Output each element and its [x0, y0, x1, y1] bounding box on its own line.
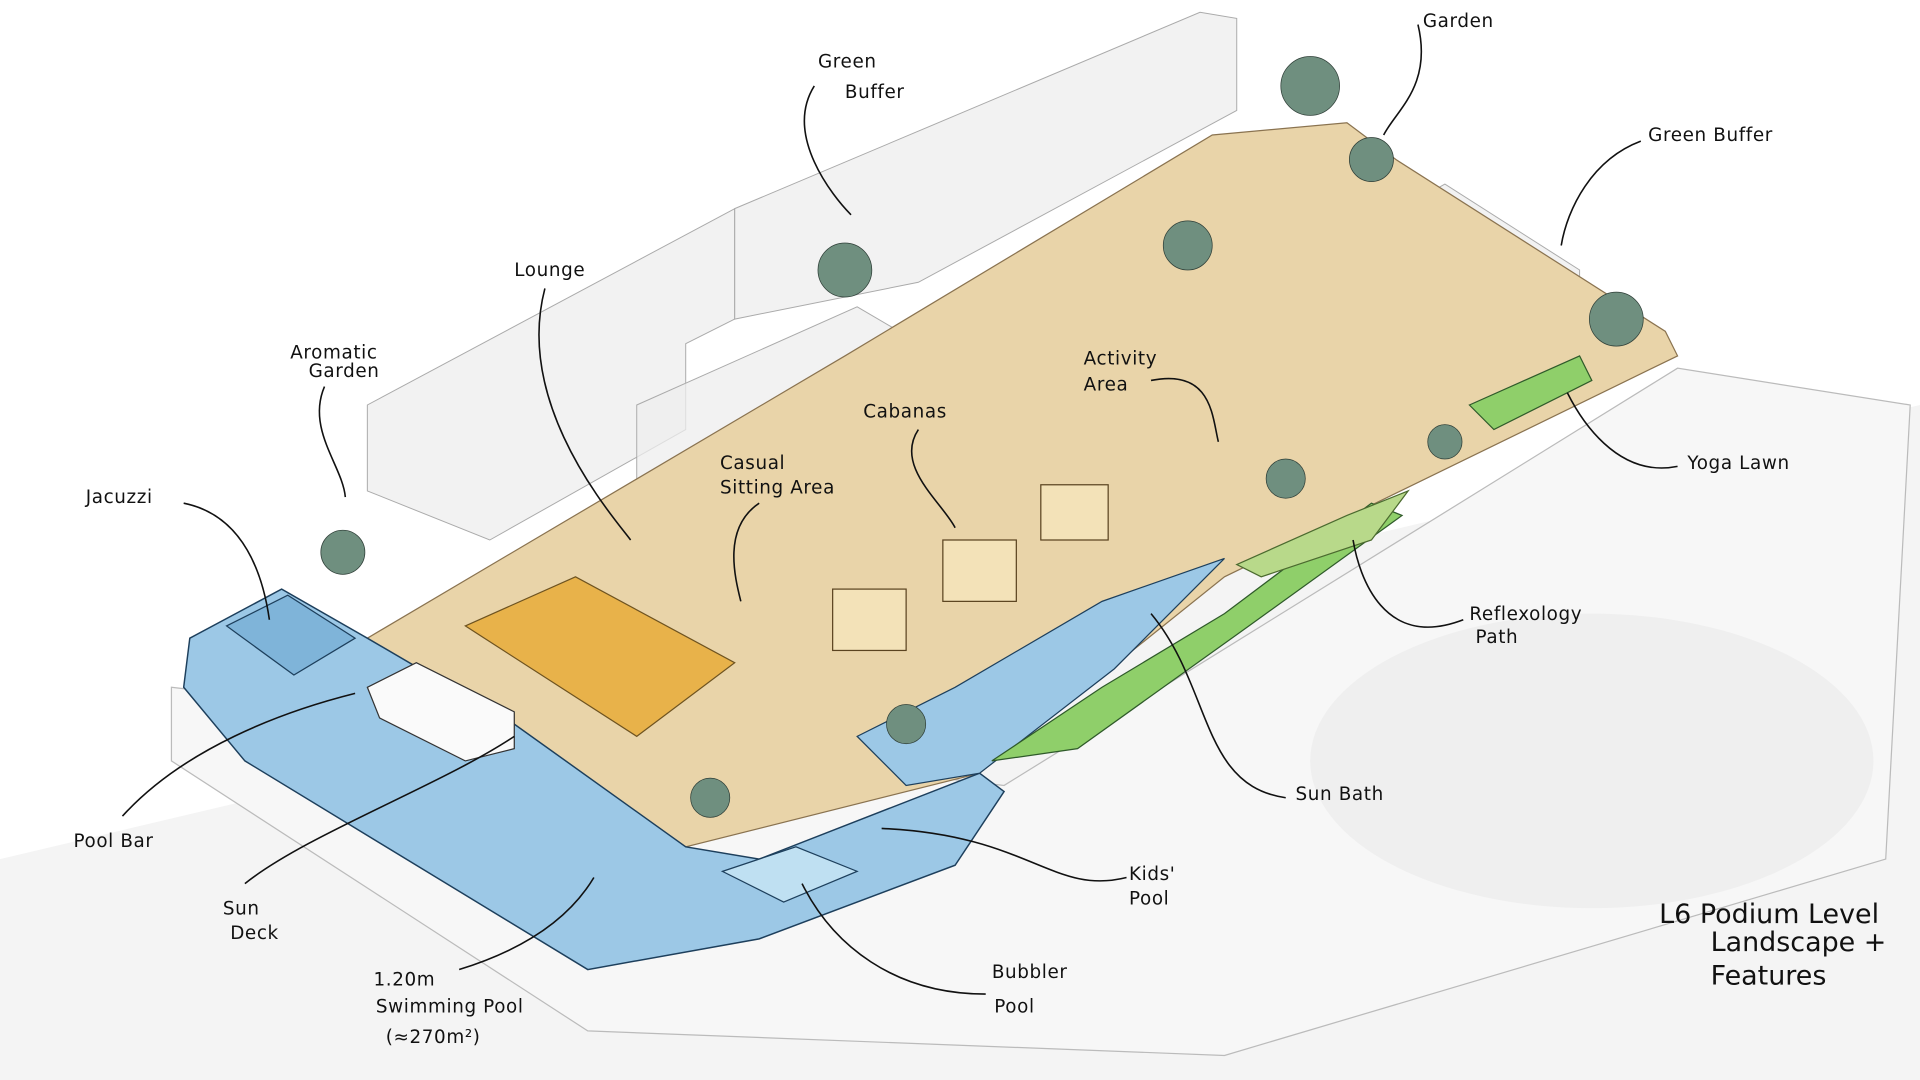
label-green-buffer-right: Green Buffer [1648, 125, 1773, 146]
label-lounge: Lounge [514, 260, 585, 281]
yoga-lawn [1468, 355, 1593, 431]
leader-lines [121, 24, 1678, 995]
label-sun-bath: Sun Bath [1296, 784, 1384, 805]
cabanas [832, 484, 1109, 652]
label-cabanas: Cabanas [863, 401, 947, 422]
label-pool-bar: Pool Bar [73, 831, 153, 852]
label-kids-pool: Kids'Pool [1129, 864, 1175, 910]
label-jacuzzi: Jacuzzi [85, 487, 153, 508]
label-garden: Garden [1423, 11, 1494, 32]
reflexology-path [1235, 489, 1410, 578]
tower-base [1310, 613, 1874, 909]
kids-pool [856, 557, 1225, 787]
planting [320, 56, 1644, 818]
label-yoga-lawn: Yoga Lawn [1686, 453, 1789, 474]
casual-sitting-area [464, 576, 736, 738]
bubbler-pool [720, 846, 859, 903]
pool-bar [366, 662, 515, 762]
